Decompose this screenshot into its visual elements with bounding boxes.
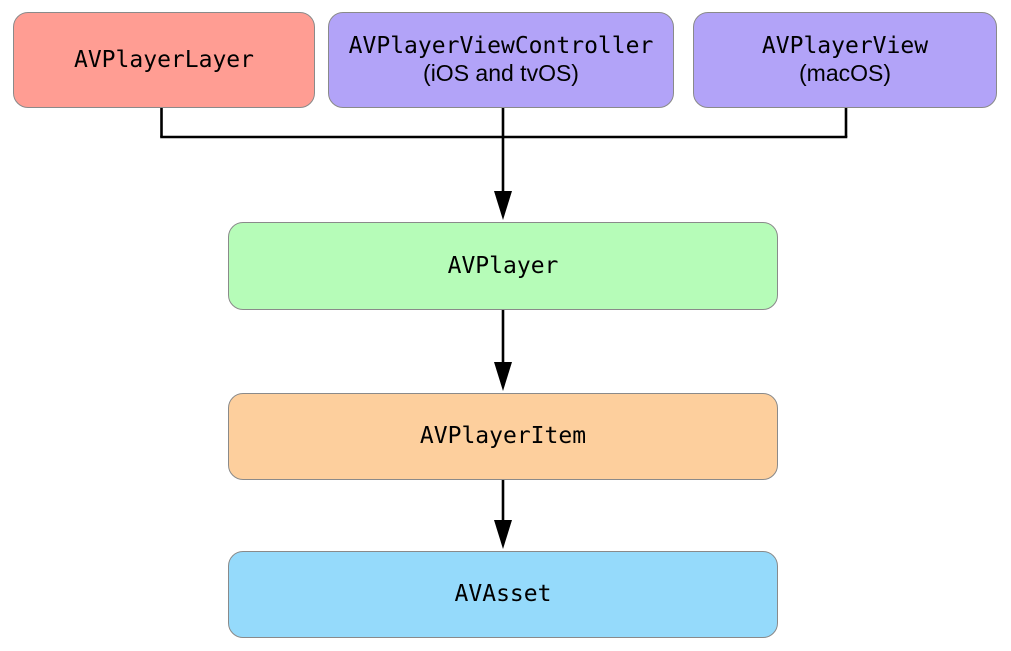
- arrowhead-to-avplayer: [494, 191, 512, 220]
- node-avplayerlayer: AVPlayerLayer: [13, 12, 315, 108]
- node-avplayerview: AVPlayerView (macOS): [693, 12, 997, 108]
- arrowhead-to-avplayeritem: [494, 362, 512, 391]
- node-platform-sublabel: (iOS and tvOS): [423, 60, 579, 86]
- node-label: AVPlayer: [447, 252, 559, 279]
- node-label: AVPlayerViewController: [348, 33, 654, 59]
- node-label: AVPlayerView: [761, 33, 929, 59]
- arrowhead-to-avasset: [494, 520, 512, 549]
- node-avplayer: AVPlayer: [228, 222, 778, 310]
- node-avplayerviewcontroller: AVPlayerViewController (iOS and tvOS): [328, 12, 674, 108]
- node-avasset: AVAsset: [228, 551, 778, 638]
- node-label: AVPlayerItem: [419, 423, 587, 449]
- node-avplayeritem: AVPlayerItem: [228, 393, 778, 480]
- node-platform-sublabel: (macOS): [799, 60, 891, 86]
- node-label: AVPlayerLayer: [73, 46, 254, 73]
- node-label: AVAsset: [454, 581, 552, 607]
